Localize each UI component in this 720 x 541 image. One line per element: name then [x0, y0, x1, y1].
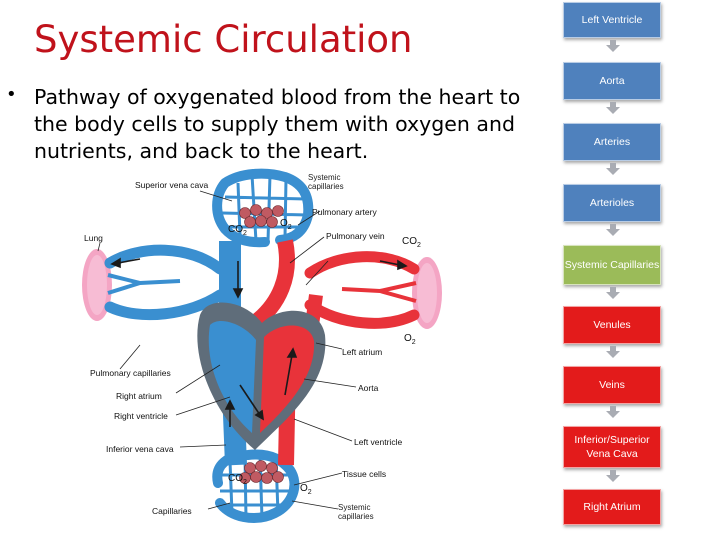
circulation-diagram: CO2 O2 CO2 O2 CO2 O2 Superior vena cava …: [80, 165, 445, 537]
svg-text:O2: O2: [300, 483, 312, 496]
svg-text:CO2: CO2: [228, 473, 247, 486]
flow-step-venules: Venules: [563, 306, 661, 344]
flow-step-left-ventricle: Left Ventricle: [563, 2, 661, 38]
flow-step-aorta: Aorta: [563, 62, 661, 100]
svg-text:CO2: CO2: [402, 236, 421, 249]
slide-title: Systemic Circulation: [34, 18, 413, 61]
circulation-diagram-svg: CO2 O2 CO2 O2 CO2 O2 Superior vena cava …: [82, 168, 442, 523]
flow-step-arterioles: Arterioles: [563, 184, 661, 222]
flow-step-veins: Veins: [563, 366, 661, 404]
label-left-atrium: Left atrium: [342, 347, 382, 357]
svg-text:O2: O2: [404, 333, 416, 346]
label-right-atrium: Right atrium: [116, 391, 162, 401]
right-lung: [412, 257, 442, 329]
label-tissue-cells: Tissue cells: [342, 469, 386, 479]
label-pulmonary-artery: Pulmonary artery: [312, 207, 377, 217]
label-right-ventricle: Right ventricle: [114, 411, 168, 421]
svg-text:O2: O2: [280, 218, 292, 231]
label-lung: Lung: [84, 233, 103, 243]
label-left-ventricle: Left ventricle: [354, 437, 402, 447]
heart: [197, 302, 326, 450]
bullet-text: Pathway of oxygenated blood from the hea…: [34, 85, 521, 163]
gas-labels: CO2 O2 CO2 O2 CO2 O2: [228, 218, 421, 496]
label-capillaries: Capillaries: [152, 506, 192, 516]
label-superior-vena-cava: Superior vena cava: [135, 180, 209, 190]
flow-step-arteries: Arteries: [563, 123, 661, 161]
flow-step-right-atrium: Right Atrium: [563, 489, 661, 525]
label-inferior-vena-cava: Inferior vena cava: [106, 444, 174, 454]
flow-step-systemic-capillaries: Systemic Capillaries: [563, 245, 661, 285]
top-capillary-network: [212, 168, 314, 248]
flow-step-vena-cava: Inferior/Superior Vena Cava: [563, 426, 661, 468]
svg-text:CO2: CO2: [228, 224, 247, 237]
bullet-dot-icon: •: [6, 84, 17, 105]
label-pulmonary-capillaries: Pulmonary capillaries: [90, 368, 171, 378]
label-aorta: Aorta: [358, 383, 379, 393]
left-lung: [82, 249, 112, 321]
flowchart: Left Ventricle Aorta Arteries Arterioles…: [563, 0, 663, 540]
label-pulmonary-vein: Pulmonary vein: [326, 231, 385, 241]
flow-arrows: [110, 257, 408, 427]
